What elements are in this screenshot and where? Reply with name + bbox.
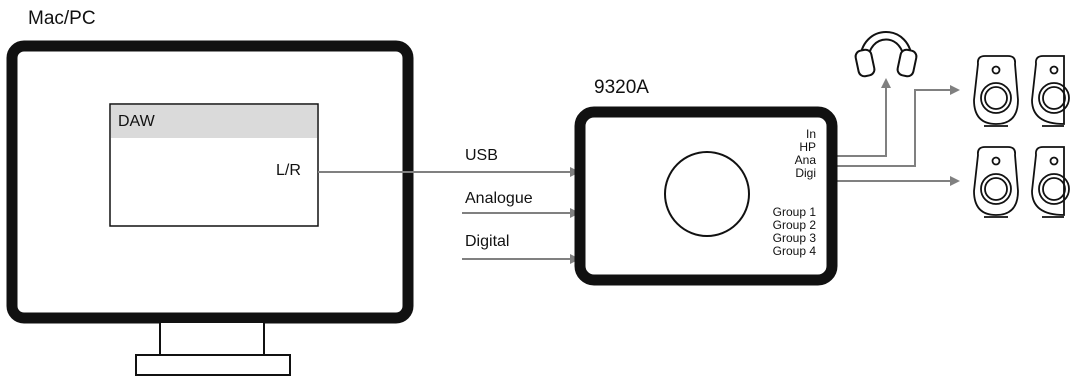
- analogue-label: Analogue: [465, 190, 533, 207]
- connection-lines: [318, 78, 960, 264]
- computer-title: Mac/PC: [28, 8, 96, 29]
- speaker-bottom-left: [973, 146, 1019, 218]
- daw-title: DAW: [118, 113, 155, 130]
- daw-window: [109, 103, 319, 227]
- group-1: Group 1: [772, 205, 816, 219]
- output-digi: Digi: [795, 166, 816, 180]
- digital-label: Digital: [465, 233, 510, 250]
- hp-output-line: [836, 78, 891, 157]
- device-group-list: Group 1 Group 2 Group 3 Group 4: [773, 206, 816, 258]
- output-hp: HP: [799, 140, 816, 154]
- group-3: Group 3: [772, 231, 816, 245]
- device-output-list: In HP Ana Digi: [795, 128, 816, 180]
- group-4: Group 4: [772, 244, 816, 258]
- speaker-top-left: [973, 55, 1019, 127]
- output-ana: Ana: [794, 153, 816, 167]
- group-2: Group 2: [772, 218, 816, 232]
- output-in: In: [805, 127, 816, 141]
- headphones-icon: [854, 31, 918, 78]
- device-9320a: [574, 106, 838, 286]
- ana-output-line: [836, 85, 960, 167]
- volume-knob: [664, 151, 750, 237]
- speaker-bottom-right: [1031, 146, 1070, 218]
- speaker-top-right: [1031, 55, 1070, 127]
- speaker-icon: [973, 55, 1070, 218]
- usb-label: USB: [465, 147, 498, 164]
- daw-output-label: L/R: [276, 162, 301, 179]
- device-name: 9320A: [594, 77, 649, 98]
